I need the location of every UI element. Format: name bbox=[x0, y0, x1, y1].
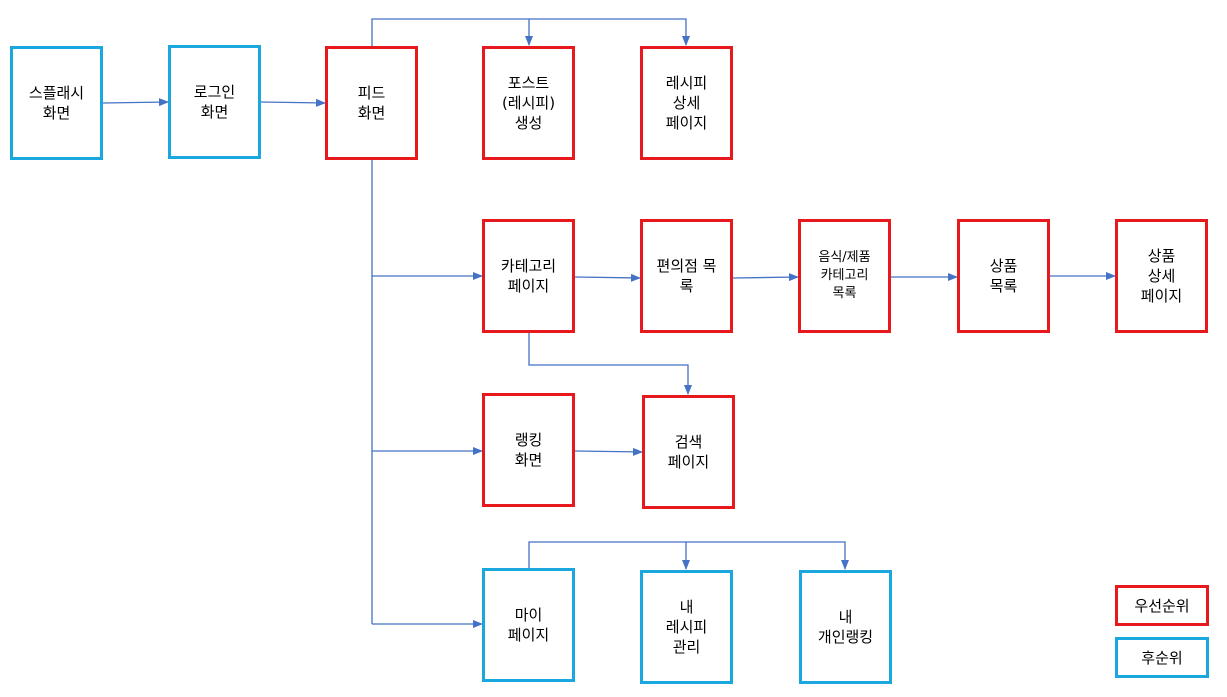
edge-mypage-my-recipes bbox=[528, 541, 690, 570]
node-login: 로그인 화면 bbox=[168, 45, 261, 159]
node-search: 검색 페이지 bbox=[642, 395, 735, 509]
edge-store-list-food-category bbox=[732, 273, 799, 282]
node-my-ranking: 내 개인랭킹 bbox=[799, 570, 892, 684]
node-ranking: 랭킹 화면 bbox=[482, 393, 575, 507]
edge-category-search bbox=[528, 333, 692, 395]
legend-low-priority: 후순위 bbox=[1115, 637, 1209, 678]
legend-high-priority: 우선순위 bbox=[1115, 585, 1209, 626]
edge-ranking-search bbox=[574, 447, 643, 456]
edge-mypage-my-ranking bbox=[686, 541, 849, 570]
node-store-list: 편의점 목 록 bbox=[640, 219, 733, 333]
node-food-category: 음식/제품 카테고리 목록 bbox=[798, 219, 891, 333]
node-mypage: 마이 페이지 bbox=[482, 568, 575, 682]
edge-login-feed bbox=[260, 98, 326, 107]
edge-category-store-list bbox=[574, 273, 641, 282]
node-feed: 피드 화면 bbox=[325, 46, 418, 160]
node-product-list: 상품 목록 bbox=[957, 219, 1050, 333]
edge-feed-recipe-detail bbox=[529, 18, 690, 46]
node-post-create: 포스트 (레시피) 생성 bbox=[482, 46, 575, 160]
node-my-recipes: 내 레시피 관리 bbox=[640, 570, 733, 684]
node-splash: 스플래시 화면 bbox=[10, 46, 103, 160]
edge-feed-post-create bbox=[371, 18, 533, 46]
node-recipe-detail: 레시피 상세 페이지 bbox=[640, 46, 733, 160]
node-category: 카테고리 페이지 bbox=[482, 219, 575, 333]
edge-splash-login bbox=[102, 98, 169, 107]
node-product-detail: 상품 상세 페이지 bbox=[1115, 219, 1208, 333]
